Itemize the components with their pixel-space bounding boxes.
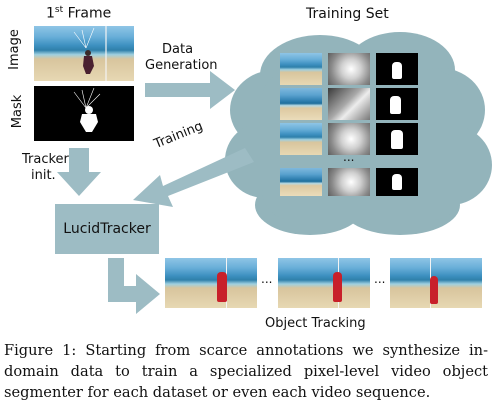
tracking-frame — [390, 258, 482, 308]
first-frame-title: 1st Frame — [46, 5, 111, 22]
first-frame-sup: st — [54, 5, 64, 15]
training-soft-mask — [328, 53, 370, 85]
training-image — [280, 88, 322, 120]
lucidtracker-box: LucidTracker — [55, 204, 159, 254]
first-frame-suffix: Frame — [63, 5, 112, 22]
training-mask — [376, 53, 418, 85]
figure-caption: Figure 1: Starting from scarce annotatio… — [4, 342, 488, 401]
first-frame-mask — [34, 86, 134, 141]
mask-figure — [73, 87, 101, 132]
training-set-title: Training Set — [306, 6, 389, 22]
tracker-init-label-2: init. — [31, 168, 56, 183]
training-mask — [376, 168, 418, 196]
tracking-ellipsis: ... — [374, 272, 386, 286]
training-image — [280, 123, 322, 155]
tracker-init-arrow — [57, 148, 101, 196]
training-image — [280, 168, 322, 196]
training-mask — [376, 123, 418, 155]
data-generation-label-2: Generation — [145, 58, 218, 73]
training-mask — [376, 88, 418, 120]
tracker-init-label-1: Tracker — [22, 152, 69, 167]
lucidtracker-label: LucidTracker — [63, 221, 151, 237]
first-frame-prefix: 1 — [46, 5, 55, 22]
tracking-frame — [165, 258, 257, 308]
data-generation-label-1: Data — [162, 42, 194, 57]
image-row-label: Image — [6, 29, 22, 70]
first-frame-image — [34, 26, 134, 81]
tracking-frame — [278, 258, 370, 308]
training-set-ellipsis: ... — [343, 150, 355, 164]
training-soft-mask — [328, 88, 370, 120]
tracking-ellipsis: ... — [261, 272, 273, 286]
training-soft-mask — [328, 168, 370, 196]
training-soft-mask — [328, 123, 370, 155]
kitesurfer-figure — [73, 26, 107, 81]
training-arrow — [133, 148, 254, 207]
data-generation-arrow — [145, 71, 235, 109]
object-tracking-label: Object Tracking — [265, 316, 366, 331]
mask-row-label: Mask — [10, 94, 26, 129]
output-arrow — [108, 258, 160, 314]
training-image — [280, 53, 322, 85]
